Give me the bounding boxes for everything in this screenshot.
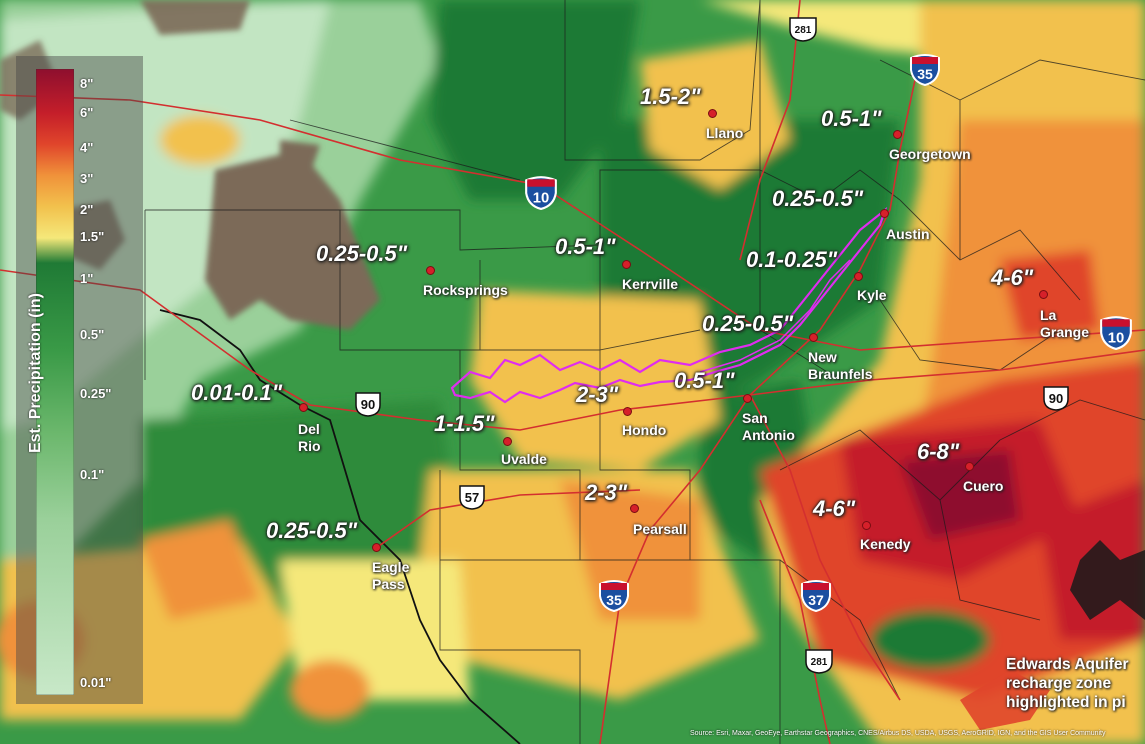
amount-label-san-antonio: 0.5-1" xyxy=(674,368,735,393)
legend-tick: 8" xyxy=(80,76,94,91)
legend-tick: 0.25" xyxy=(80,386,112,401)
interstate-shield-icon: 35 xyxy=(910,54,940,86)
city-label-llano: Llano xyxy=(706,125,744,141)
city-label-georgetown: Georgetown xyxy=(889,146,971,162)
legend-tick: 2" xyxy=(80,202,94,217)
us-route-shield-icon: 281 xyxy=(805,649,833,674)
aquifer-note: Edwards Aquifer recharge zone highlighte… xyxy=(1006,656,1129,711)
city-marker xyxy=(623,407,632,416)
us-route-shield-icon: 57 xyxy=(459,485,485,510)
interstate-shield-icon: 35 xyxy=(599,580,629,612)
coastline xyxy=(1070,540,1145,620)
i10-west-number: 10 xyxy=(533,191,549,207)
city-marker xyxy=(854,272,863,281)
us281-north-number: 281 xyxy=(795,25,812,36)
legend-tick: 6" xyxy=(80,105,94,120)
amount-label-kerrville: 0.5-1" xyxy=(555,234,616,259)
amount-label-kenedy: 4-6" xyxy=(813,496,856,521)
city-label-san-antonio: San Antonio xyxy=(742,410,795,443)
legend-tick: 0.01" xyxy=(80,675,112,690)
city-marker xyxy=(743,394,752,403)
legend-tick: 1.5" xyxy=(80,229,105,244)
amount-label-eagle-pass: 0.25-0.5" xyxy=(266,518,358,543)
amount-label-llano: 1.5-2" xyxy=(640,84,701,109)
aquifer-recharge-zone xyxy=(450,206,888,404)
us-route-shield-icon: 90 xyxy=(1043,386,1069,411)
amount-label-la-grange: 4-6" xyxy=(991,265,1034,290)
city-marker xyxy=(503,437,512,446)
city-label-pearsall: Pearsall xyxy=(633,521,687,537)
us90-west-number: 90 xyxy=(361,397,375,412)
city-marker xyxy=(372,543,381,552)
city-marker xyxy=(862,521,871,530)
city-label-kyle: Kyle xyxy=(857,287,887,303)
city-label-new-braunfels: New Braunfels xyxy=(808,349,873,382)
legend-tick: 1" xyxy=(80,271,94,286)
city-marker xyxy=(708,109,717,118)
terrain-patch xyxy=(0,0,380,330)
us-route-shield-icon: 90 xyxy=(355,392,381,417)
legend-color-bar xyxy=(36,69,74,695)
amount-label-hondo: 2-3" xyxy=(576,382,619,407)
city-marker xyxy=(893,130,902,139)
city-marker xyxy=(630,504,639,513)
legend-tick: 3" xyxy=(80,171,94,186)
us57-number: 57 xyxy=(465,490,479,505)
amount-label-rocksprings: 0.25-0.5" xyxy=(316,241,408,266)
city-marker xyxy=(1039,290,1048,299)
interstate-shield-icon: 10 xyxy=(525,176,557,210)
city-marker xyxy=(426,266,435,275)
city-label-del-rio: Del Rio xyxy=(298,421,321,454)
city-label-la-grange: La Grange xyxy=(1040,307,1090,340)
i35-north-number: 35 xyxy=(917,66,933,82)
city-marker xyxy=(965,462,974,471)
us281-south-number: 281 xyxy=(811,657,828,668)
city-label-cuero: Cuero xyxy=(963,478,1004,494)
precipitation-legend: 8" 6" 4" 3" 2" 1.5" 1" 0.5" 0.25" 0.1" 0… xyxy=(16,56,143,704)
city-label-austin: Austin xyxy=(886,226,930,242)
city-label-rocksprings: Rocksprings xyxy=(423,282,508,298)
city-label-eagle-pass: Eagle Pass xyxy=(372,559,410,592)
city-label-kenedy: Kenedy xyxy=(860,536,911,552)
us90-east-number: 90 xyxy=(1049,391,1063,406)
city-marker xyxy=(880,209,889,218)
city-label-uvalde: Uvalde xyxy=(501,451,547,467)
legend-tick: 0.5" xyxy=(80,327,105,342)
legend-tick: 4" xyxy=(80,140,94,155)
city-label-hondo: Hondo xyxy=(622,422,667,438)
legend-title: Est. Precipitation (in) xyxy=(27,293,44,454)
city-label-kerrville: Kerrville xyxy=(622,276,679,292)
legend-tick: 0.1" xyxy=(80,467,105,482)
city-marker xyxy=(622,260,631,269)
amount-label-georgetown: 0.5-1" xyxy=(821,106,882,131)
source-attribution: Source: Esri, Maxar, GeoEye, Earthstar G… xyxy=(690,730,1106,737)
interstate-shield-icon: 10 xyxy=(1100,316,1132,350)
i37-number: 37 xyxy=(808,592,824,608)
county-boundaries xyxy=(144,0,1145,744)
aquifer-recharge-zone-inner xyxy=(699,259,851,373)
bay xyxy=(960,670,1050,730)
amount-label-austin: 0.25-0.5" xyxy=(772,186,864,211)
amount-label-uvalde: 1-1.5" xyxy=(434,411,495,436)
i35-south-number: 35 xyxy=(606,592,622,608)
city-marker xyxy=(299,403,308,412)
city-marker xyxy=(809,333,818,342)
amount-label-pearsall: 2-3" xyxy=(585,480,628,505)
i10-east-number: 10 xyxy=(1108,331,1124,347)
amount-label-cuero: 6-8" xyxy=(917,439,960,464)
amount-label-del-rio: 0.01-0.1" xyxy=(191,380,283,405)
interstate-shield-icon: 37 xyxy=(801,580,831,612)
international-border xyxy=(159,309,521,744)
amount-label-new-braunfels: 0.25-0.5" xyxy=(702,311,794,336)
us-route-shield-icon: 281 xyxy=(789,17,817,42)
amount-label-kyle: 0.1-0.25" xyxy=(746,247,838,272)
